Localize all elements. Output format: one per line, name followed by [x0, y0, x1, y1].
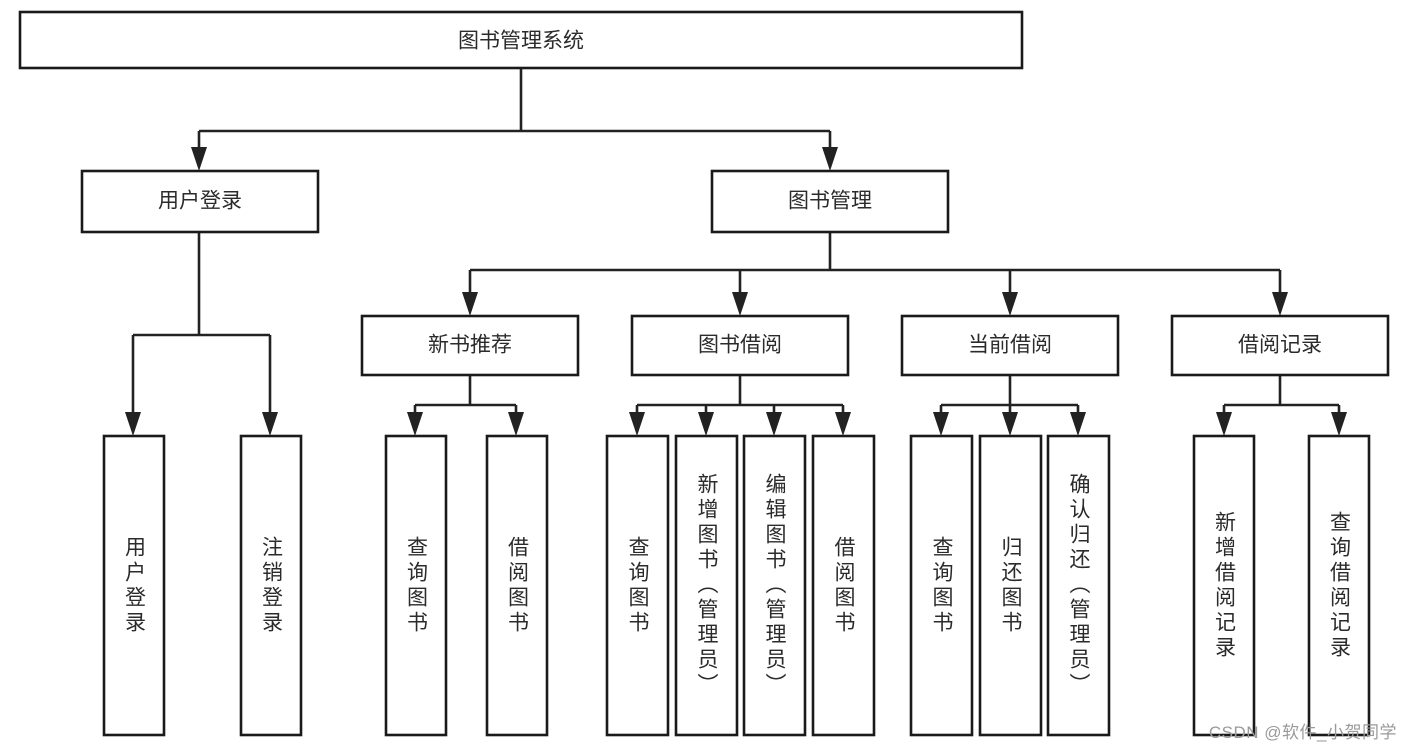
arrow-head-leaf-user-login: [125, 412, 141, 436]
node-book-manage-label: 图书管理: [788, 190, 872, 213]
node-current-borrow-box[interactable]: [900, 314, 1120, 377]
node-book-manage-box[interactable]: [710, 169, 950, 234]
node-new-book-rec-box[interactable]: [360, 314, 580, 377]
leaf-box-new-book-rec-1[interactable]: [485, 434, 549, 737]
leaf-box-user-login-1[interactable]: [239, 434, 303, 737]
leaf-box-user-login-0[interactable]: [102, 434, 166, 737]
leaf-box-current-borrow-0[interactable]: [909, 434, 974, 737]
arrow-head-book-manage: [822, 147, 838, 171]
node-borrow-record-box[interactable]: [1170, 314, 1390, 377]
arrow-head-cb-leaf2: [1002, 412, 1018, 436]
arrow-head-bb-leaf3: [766, 412, 782, 436]
arrow-head-nb-leaf1: [407, 412, 423, 436]
node-current-borrow-label: 当前借阅: [968, 334, 1052, 357]
leaf-box-current-borrow-2[interactable]: [1046, 434, 1111, 737]
leaf-box-book-borrow-1[interactable]: [674, 434, 739, 737]
arrow-head-bb-leaf1: [629, 412, 645, 436]
node-book-manage[interactable]: 图书管理: [710, 169, 950, 234]
node-borrow-record-label: 借阅记录: [1238, 334, 1322, 357]
arrow-head-new-book-rec: [462, 292, 478, 316]
leaf-box-book-borrow-0[interactable]: [605, 434, 670, 737]
node-root-box[interactable]: [18, 10, 1024, 70]
node-root[interactable]: 图书管理系统: [18, 10, 1024, 70]
node-new-book-rec[interactable]: 新书推荐: [360, 314, 580, 377]
arrow-head-br-leaf2: [1331, 412, 1347, 436]
connector-group: [125, 68, 1347, 436]
leaf-box-book-borrow-3[interactable]: [811, 434, 876, 737]
arrow-head-book-borrow: [732, 292, 748, 316]
leaf-box-group: [102, 434, 1371, 737]
arrow-head-user-login: [191, 147, 207, 171]
arrow-head-bb-leaf4: [835, 412, 851, 436]
arrow-head-bb-leaf2: [698, 412, 714, 436]
node-book-borrow-box[interactable]: [630, 314, 850, 377]
watermark: CSDN @软件_小贺同学: [1208, 723, 1397, 742]
node-new-book-rec-label: 新书推荐: [428, 334, 512, 357]
arrow-head-leaf-logout: [262, 412, 278, 436]
leaf-box-borrow-record-1[interactable]: [1307, 434, 1371, 737]
node-user-login-box[interactable]: [80, 169, 320, 234]
node-book-borrow-label: 图书借阅: [698, 334, 782, 357]
node-borrow-record[interactable]: 借阅记录: [1170, 314, 1390, 377]
arrow-head-nb-leaf2: [508, 412, 524, 436]
node-current-borrow[interactable]: 当前借阅: [900, 314, 1120, 377]
leaf-box-borrow-record-0[interactable]: [1192, 434, 1256, 737]
node-book-borrow[interactable]: 图书借阅: [630, 314, 850, 377]
leaf-box-current-borrow-1[interactable]: [978, 434, 1043, 737]
arrow-head-cb-leaf1: [933, 412, 949, 436]
arrow-head-current-borrow: [1002, 292, 1018, 316]
leaf-box-new-book-rec-0[interactable]: [384, 434, 448, 737]
leaf-box-book-borrow-2[interactable]: [742, 434, 807, 737]
arrow-head-borrow-record: [1272, 292, 1288, 316]
arrow-head-br-leaf1: [1216, 412, 1232, 436]
node-user-login[interactable]: 用户登录: [80, 169, 320, 234]
node-root-label: 图书管理系统: [458, 30, 584, 53]
arrow-head-cb-leaf3: [1070, 412, 1086, 436]
node-user-login-label: 用户登录: [158, 190, 242, 213]
